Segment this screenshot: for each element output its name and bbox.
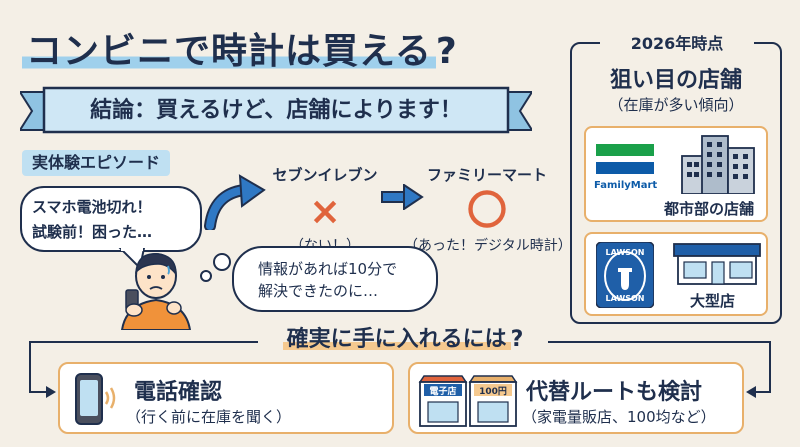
sure-question-mark: ?	[510, 327, 524, 352]
store-result-familymart: ファミリーマート 〇 （あった！デジタル時計）	[404, 164, 572, 255]
thought-dots-icon	[200, 253, 231, 282]
conclusion-banner: 結論：買えるけど、店舗によります！	[20, 86, 532, 136]
familymart-logo-icon	[596, 144, 654, 174]
worried-person-icon	[120, 253, 192, 330]
lawson-logo-text-bottom: LAWSON	[605, 294, 645, 303]
speech-line-1: スマホ電池切れ！	[32, 198, 152, 216]
shop-sign-left: 電子店	[429, 387, 457, 397]
store-result-seven-eleven: セブンイレブン × （ない！）	[262, 164, 388, 255]
speech-line-2: 試験前！困った…	[32, 223, 153, 241]
target-subtitle: （在庫が多い傾向）	[608, 96, 744, 114]
right-arrow-icon	[381, 184, 424, 210]
episode-label: 実体験エピソード	[22, 150, 171, 176]
shop-sign-right: 100円	[479, 387, 507, 397]
familymart-logo-text: FamilyMart	[594, 180, 658, 191]
store-card-lawson: LAWSON LAWSON 大型店	[584, 232, 768, 316]
city-buildings-icon	[681, 135, 755, 194]
thought-line-2: 解決できたのに…	[258, 282, 379, 300]
thought-bubble: 情報があれば10分で 解決できたのに…	[232, 246, 438, 312]
action-alternative-route: 電子店 100円 代替ルートも検討 （家電量販店、100均など）	[408, 362, 744, 434]
store-result-text: （あった！デジタル時計）	[404, 238, 572, 254]
page-title: コンビニで時計は買える?	[22, 22, 542, 74]
bottom-bracket-lines	[29, 341, 771, 398]
lawson-logo-text-top: LAWSON	[605, 248, 645, 257]
lawson-logo-icon	[596, 242, 654, 308]
cross-mark-icon: ×	[309, 189, 341, 233]
year-tag: 2026年時点	[600, 32, 754, 56]
action-subtitle: （行く前に在庫を聞く）	[126, 408, 292, 426]
store-name: ファミリーマート	[426, 166, 547, 184]
store-card-label: 大型店	[690, 292, 736, 310]
phone-icon	[75, 373, 116, 425]
action-phone-check: 電話確認 （行く前に在庫を聞く）	[58, 362, 394, 434]
title-question-mark: ?	[435, 31, 458, 72]
sure-title-main: 確実に手に入れるには	[282, 327, 511, 352]
circle-mark-icon: 〇	[467, 188, 507, 234]
speech-bubble: スマホ電池切れ！ 試験前！困った…	[20, 186, 202, 252]
ribbon-shape	[20, 86, 532, 134]
shops-icon	[418, 375, 518, 427]
large-store-icon	[673, 243, 761, 285]
sure-title: 確実に手に入れるには?	[258, 322, 548, 358]
action-subtitle: （家電量販店、100均など）	[522, 408, 716, 426]
thought-line-1: 情報があれば10分で	[258, 260, 398, 278]
title-main: コンビニで時計は買える	[22, 31, 436, 72]
store-name: セブンイレブン	[272, 166, 378, 184]
store-card-familymart: FamilyMart 都市部の店舗	[584, 126, 768, 222]
action-title: 電話確認	[134, 380, 223, 405]
curved-arrow-icon	[204, 174, 266, 230]
conclusion-text: 結論：買えるけど、店舗によります！	[90, 98, 462, 123]
action-title: 代替ルートも検討	[526, 380, 703, 405]
target-title: 狙い目の店舗	[609, 68, 742, 93]
store-card-label: 都市部の店舗	[664, 200, 755, 218]
